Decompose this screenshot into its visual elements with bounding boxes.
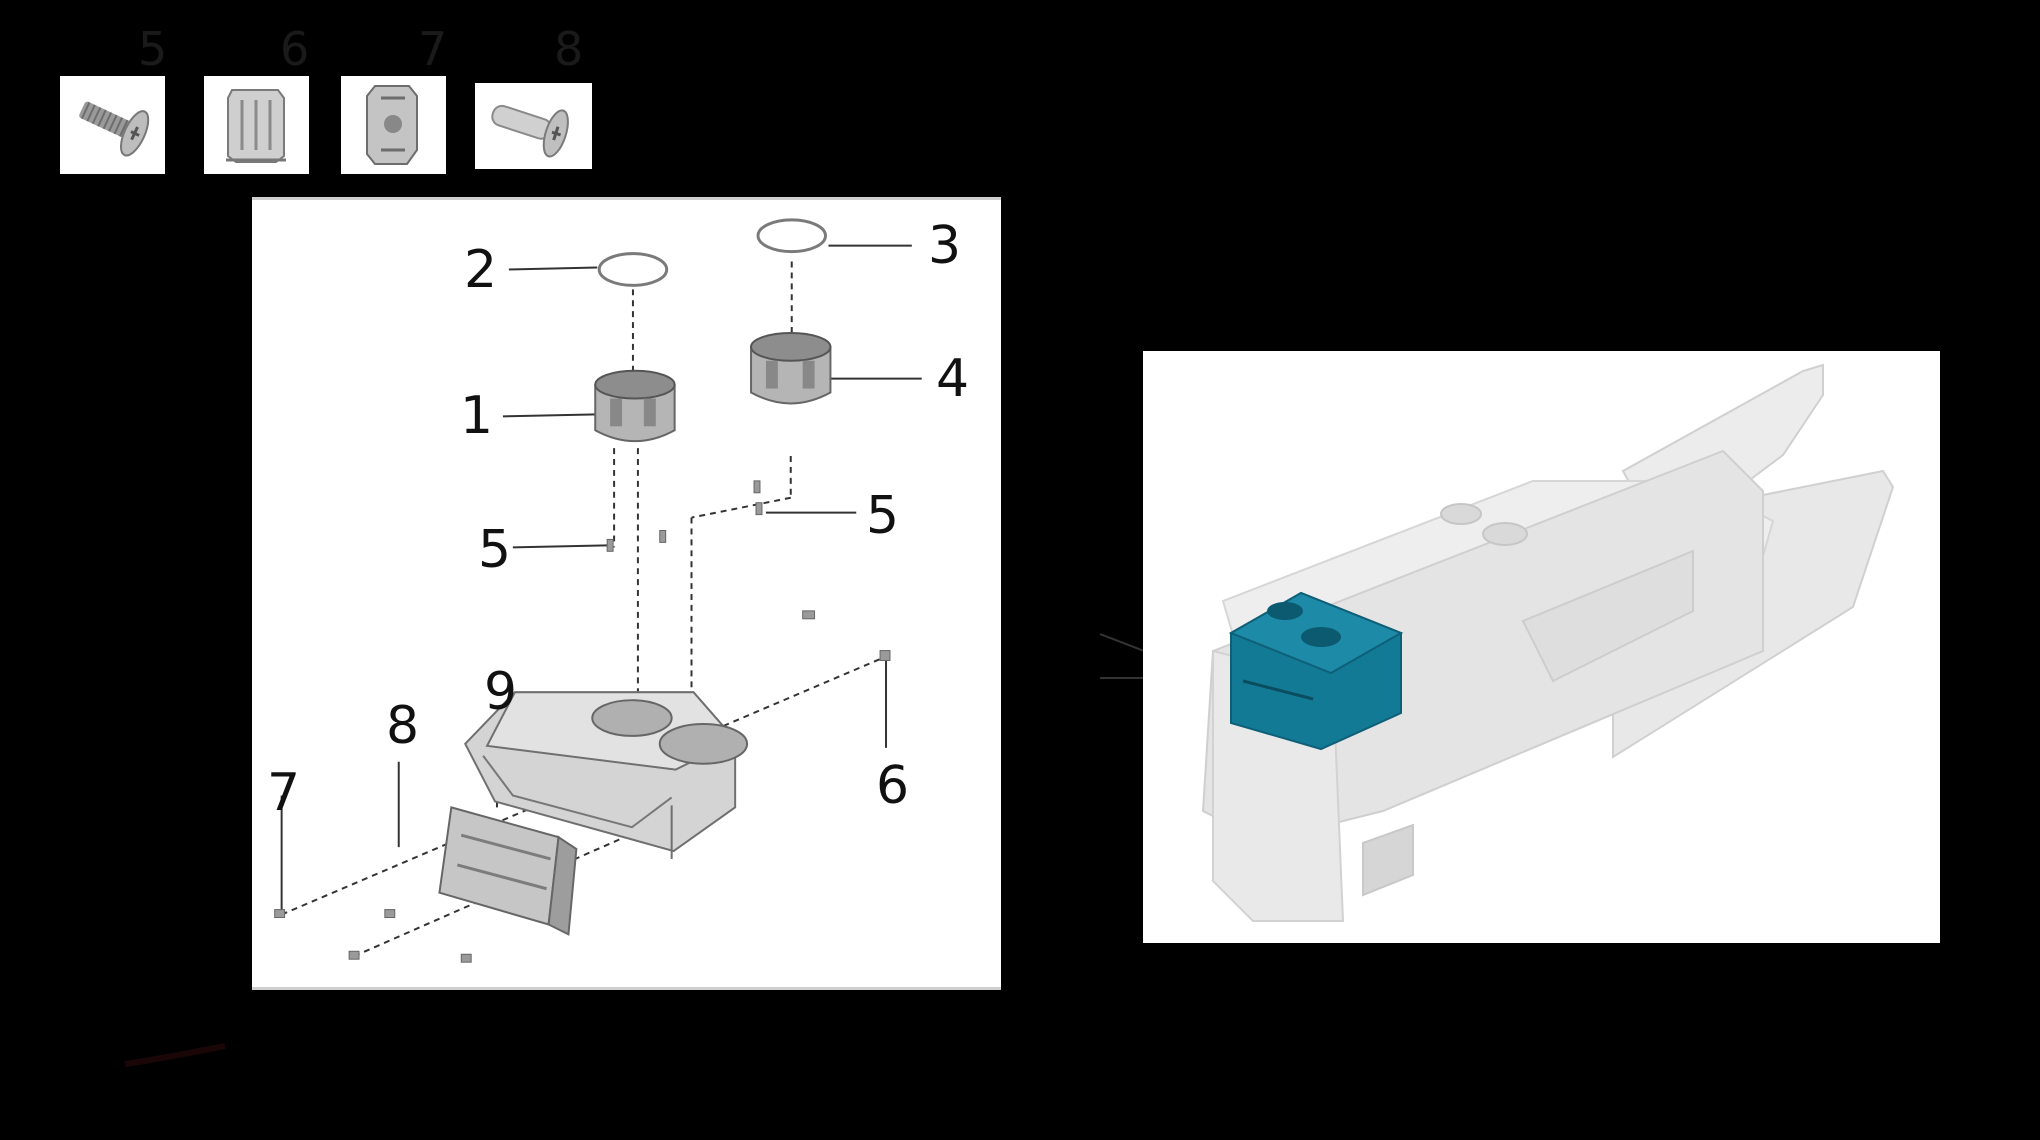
watermark-logo (124, 1043, 226, 1067)
highlighted-cup-holder-module (1228, 591, 1404, 751)
fastener-number-8: 8 (554, 22, 584, 76)
center-console-drawing (1201, 363, 1895, 922)
spring-clip-icon (226, 89, 286, 163)
callout-5b: 5 (866, 486, 900, 546)
callout-3: 3 (928, 216, 962, 276)
fastener-number-6: 6 (280, 22, 310, 76)
cup-insert-1 (594, 369, 676, 443)
fastener-thumb-5 (60, 76, 165, 174)
fastener-thumb-6 (204, 76, 309, 174)
usb-module-9 (438, 806, 578, 936)
callout-2: 2 (464, 240, 498, 300)
exploded-view-diagram: 1 2 3 4 5 5 6 7 8 9 (252, 197, 1001, 990)
callout-5a: 5 (478, 520, 512, 580)
callout-9: 9 (484, 662, 518, 722)
expanding-rivet-icon (491, 104, 569, 158)
callout-8: 8 (386, 696, 420, 756)
leader-line-5a (512, 544, 608, 549)
fastener-thumb-8 (475, 83, 592, 169)
fastener-number-5: 5 (138, 22, 168, 76)
clip-nut-icon (366, 85, 418, 165)
trim-ring-2 (597, 252, 669, 287)
callout-7: 7 (267, 763, 301, 823)
exploded-view-drawing (274, 218, 922, 963)
callout-4: 4 (936, 349, 970, 409)
location-context-panel (1143, 351, 1940, 943)
fastener-thumb-7 (341, 76, 446, 174)
callout-6: 6 (876, 756, 910, 816)
screw-icon (79, 101, 150, 157)
callout-1: 1 (460, 386, 494, 446)
leader-line-2 (508, 266, 598, 271)
trim-ring-3 (756, 218, 827, 254)
cup-holder-housing (464, 691, 749, 859)
fastener-number-7: 7 (418, 22, 448, 76)
cup-insert-4 (750, 331, 832, 405)
leader-line-1 (502, 413, 598, 418)
